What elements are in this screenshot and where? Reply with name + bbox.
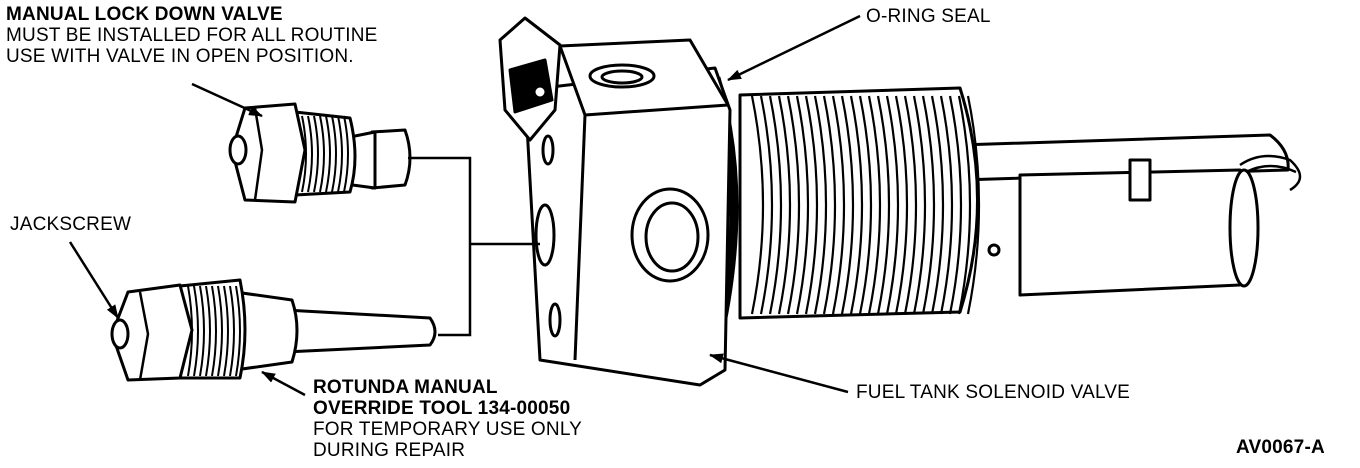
leader-rotunda <box>261 370 306 397</box>
thread-line <box>867 95 882 315</box>
label-rotunda-tool: ROTUNDA MANUAL OVERRIDE TOOL 134-00050 F… <box>313 377 582 461</box>
thread-line <box>786 95 801 315</box>
rotunda-line2: DURING REPAIR <box>313 440 466 461</box>
thread-line <box>307 115 313 193</box>
thread-line <box>822 95 837 315</box>
side-hole-lower <box>548 302 562 338</box>
label-o-ring-seal: O-RING SEAL <box>866 6 991 27</box>
side-port <box>534 203 556 267</box>
lock-down-title: MANUAL LOCK DOWN VALVE <box>6 4 283 25</box>
thread-line <box>211 285 217 377</box>
thread-line <box>193 285 199 377</box>
front-port-inner <box>644 201 700 273</box>
manual-lock-down-valve-part <box>228 102 412 204</box>
label-manual-lock-down-valve: MANUAL LOCK DOWN VALVE MUST BE INSTALLED… <box>6 4 378 67</box>
thread-line <box>217 285 223 377</box>
thread-line <box>939 95 954 315</box>
thread-line <box>795 95 810 315</box>
thread-line <box>777 95 792 315</box>
tool-end-hole <box>110 318 130 350</box>
side-hole-upper <box>541 134 555 166</box>
thread-line <box>930 95 945 315</box>
label-fuel-tank-solenoid-valve: FUEL TANK SOLENOID VALVE <box>856 382 1131 403</box>
lead-wire-2 <box>1245 164 1297 174</box>
thread-line <box>849 95 864 315</box>
lock-down-line1: MUST BE INSTALLED FOR ALL ROUTINE <box>6 25 378 46</box>
thread-line <box>199 285 205 377</box>
thread-line <box>903 95 918 315</box>
figure-id: AV0067-A <box>1236 437 1325 458</box>
thread-line <box>325 115 331 193</box>
thread-line <box>337 115 343 193</box>
valve-end-hole <box>228 134 248 166</box>
lead-wire-1 <box>1239 154 1302 192</box>
top-port-inner <box>600 69 644 85</box>
thread-line <box>205 285 211 377</box>
leader-jackscrew <box>68 241 120 319</box>
thread-line <box>319 115 325 193</box>
rotunda-title2: OVERRIDE TOOL 134-00050 <box>313 398 571 419</box>
hex-edge <box>573 114 587 361</box>
solenoid-can-end <box>1228 168 1260 288</box>
thread-line <box>957 95 972 315</box>
thread-line <box>759 95 774 315</box>
valve-tip <box>370 128 412 190</box>
thread-line <box>313 115 319 193</box>
threads <box>750 95 981 315</box>
thread-line <box>966 95 981 315</box>
tool-body <box>233 290 299 372</box>
thread-line <box>813 95 828 315</box>
hose-clamp <box>1128 158 1152 202</box>
thread-line <box>343 115 349 193</box>
thread-line <box>885 95 900 315</box>
thread-line <box>301 115 307 193</box>
thread-line <box>912 95 927 315</box>
thread-line <box>840 95 855 315</box>
thread-line <box>858 95 873 315</box>
assembly-lines <box>408 156 540 337</box>
thread-line <box>229 285 235 377</box>
thread-line <box>876 95 891 315</box>
thread-line <box>894 95 909 315</box>
thread-line <box>223 285 229 377</box>
thread-line <box>948 95 963 315</box>
rotunda-line1: FOR TEMPORARY USE ONLY <box>313 419 583 440</box>
rotunda-title1: ROTUNDA MANUAL <box>313 377 498 398</box>
thread-line <box>750 95 765 315</box>
thread-line <box>331 115 337 193</box>
leader-solenoid <box>709 353 849 394</box>
rotunda-override-tool-part <box>110 278 437 382</box>
bracket-pin <box>532 84 548 100</box>
thread-line <box>235 285 241 377</box>
leader-o-ring <box>727 14 861 82</box>
lock-down-line2: USE WITH VALVE IN OPEN POSITION. <box>6 46 354 67</box>
fuel-tank-solenoid-valve <box>498 16 1302 387</box>
leader-lines <box>68 14 861 397</box>
thread-line <box>804 95 819 315</box>
label-jackscrew: JACKSCREW <box>10 214 132 235</box>
body-bolt <box>987 243 1001 257</box>
thread-line <box>831 95 846 315</box>
thread-line <box>921 95 936 315</box>
tool-shaft <box>283 308 437 354</box>
threaded-section <box>738 86 979 320</box>
leader-lock-down <box>191 82 263 118</box>
thread-line <box>768 95 783 315</box>
